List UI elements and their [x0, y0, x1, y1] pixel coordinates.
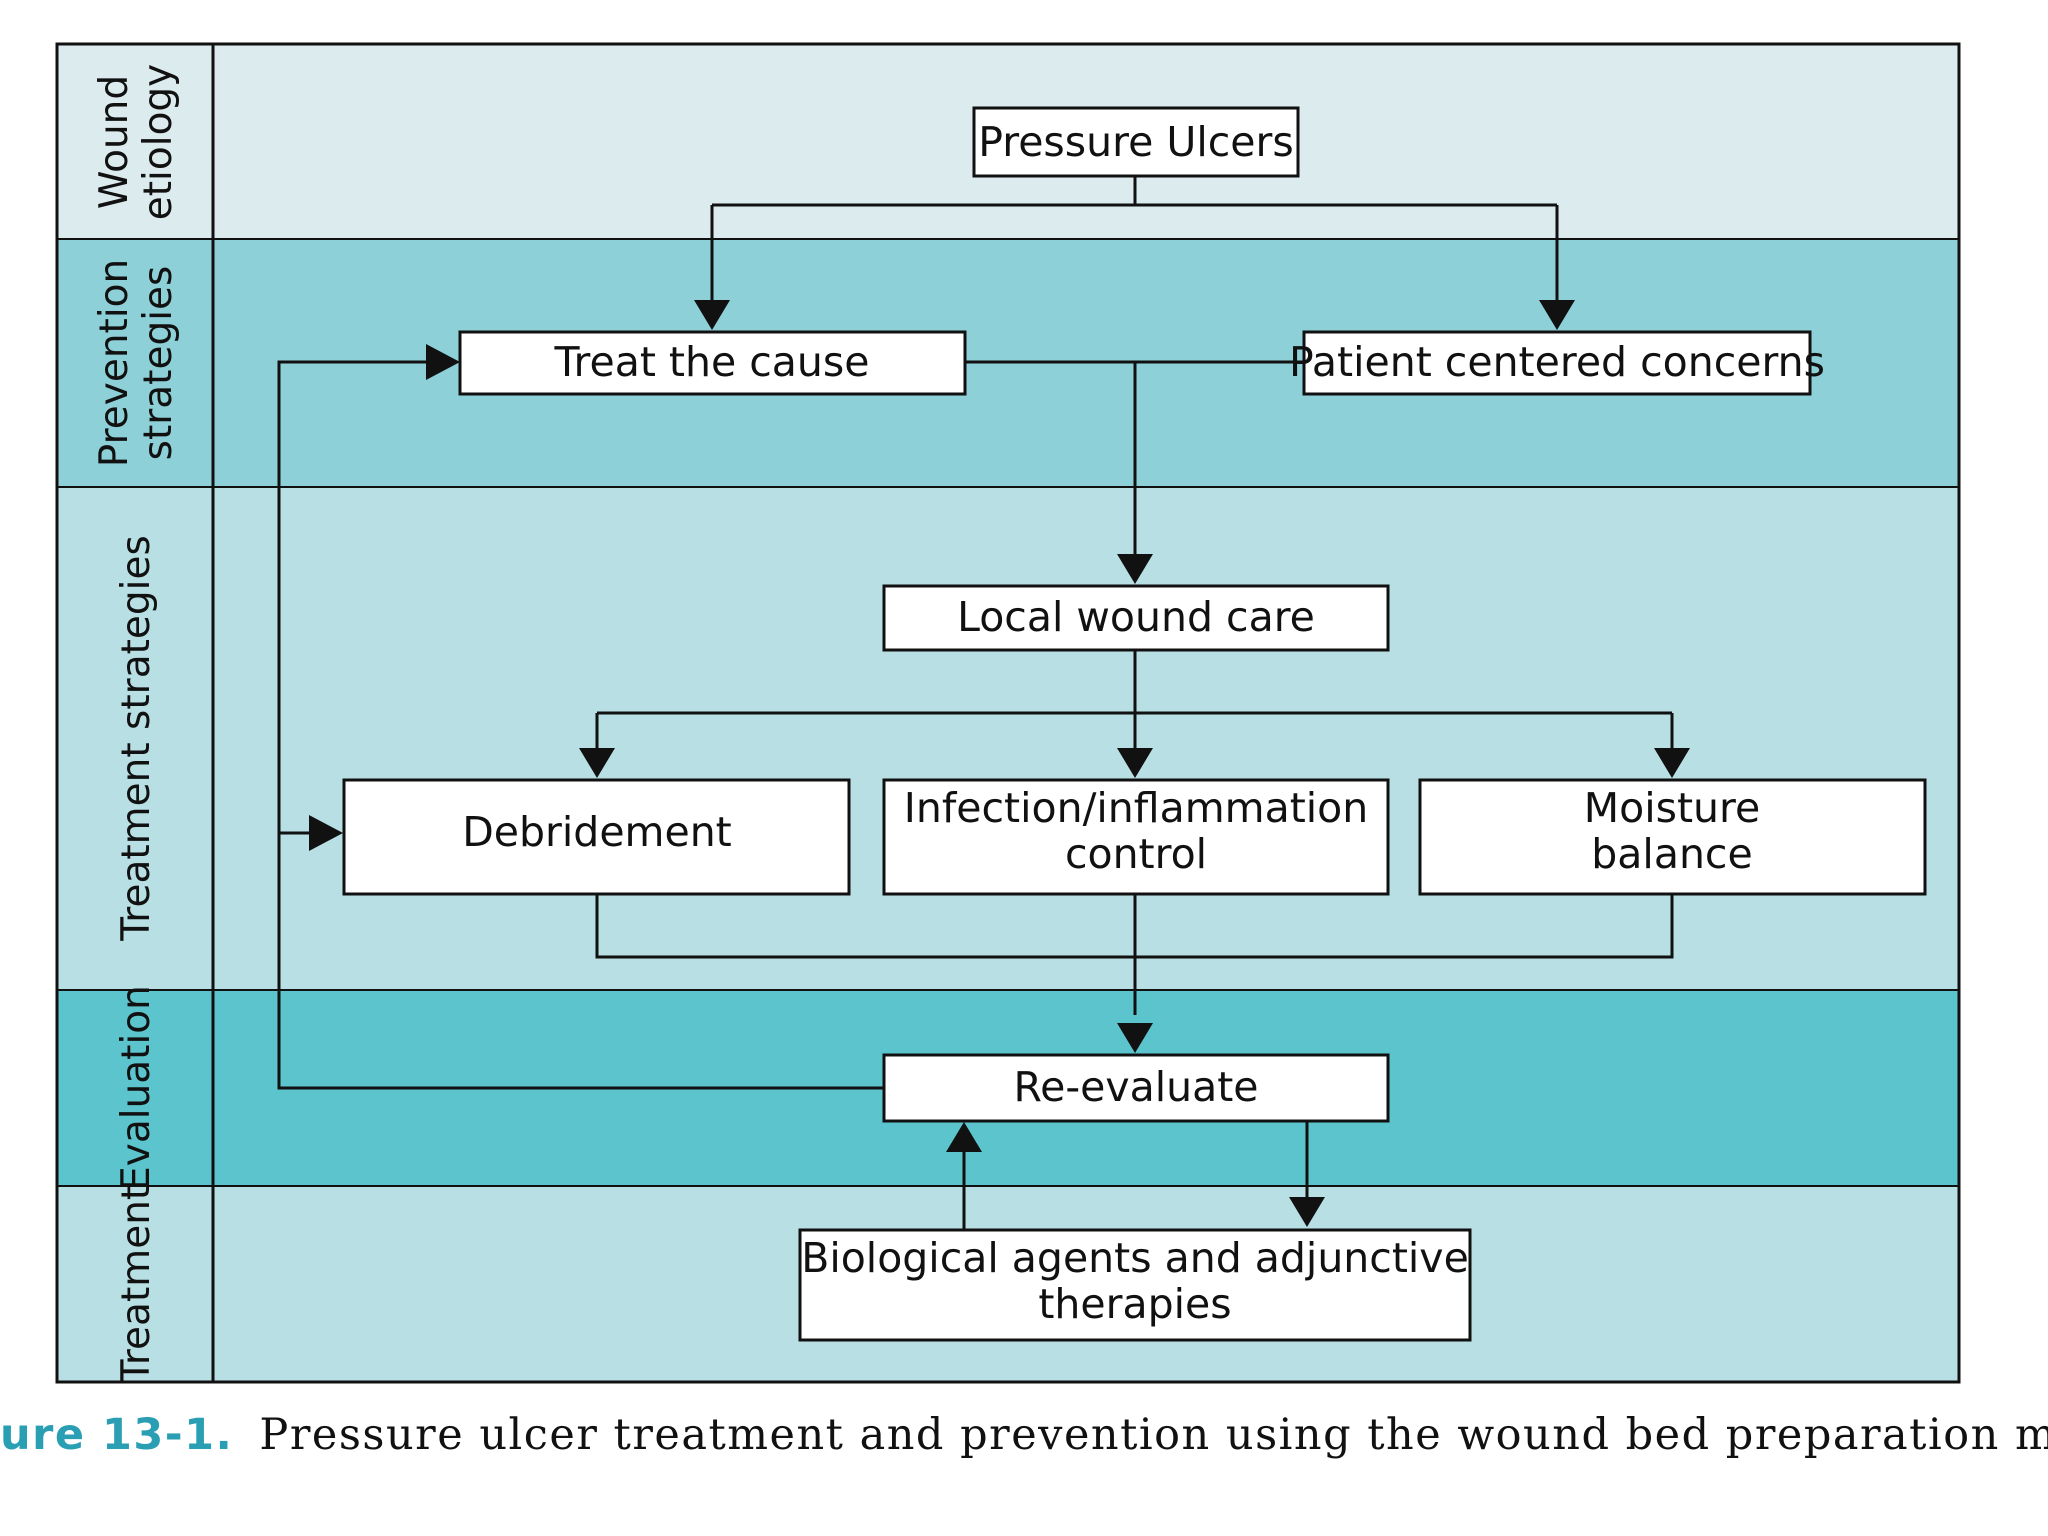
text-line: Prevention [92, 259, 137, 468]
lane-grid [55, 42, 1961, 1384]
arrowhead-to-infection-control [1117, 748, 1153, 778]
text-line: Evaluation [114, 985, 159, 1191]
text-line: Treatment strategies [114, 535, 159, 942]
text-line: therapies [1038, 1280, 1231, 1328]
node-debridement: Debridement [342, 778, 851, 896]
text-line: Local wound care [957, 593, 1315, 641]
arrowhead-up-to-re-evaluate [946, 1122, 982, 1152]
text-line: Debridement [462, 808, 732, 856]
arrowhead-to-debridement [579, 748, 615, 778]
text-line: balance [1591, 830, 1752, 878]
lane-band-treatment-strategies [57, 487, 1959, 990]
arrowhead-to-patient-centered-concerns [1539, 300, 1575, 330]
svg-text:Debridement: Debridement [462, 808, 732, 856]
arrowhead-to-moisture-balance [1654, 748, 1690, 778]
text-line: strategies [136, 266, 181, 461]
caption-text: Pressure ulcer treatment and prevention … [259, 1410, 2048, 1460]
arrowhead-to-re-evaluate [1117, 1023, 1153, 1053]
lane-label-prevention-strategies: Preventionstrategies [92, 259, 181, 468]
text-line: Re-evaluate [1013, 1063, 1258, 1111]
text-line: Patient centered concerns [1289, 338, 1825, 386]
connector-lines [277, 176, 1674, 1230]
node-treat-the-cause: Treat the cause [458, 330, 967, 396]
svg-text:Re-evaluate: Re-evaluate [1013, 1063, 1258, 1111]
node-re-evaluate: Re-evaluate [882, 1053, 1390, 1123]
wound-bed-preparation-flowchart: Woundetiology Preventionstrategies Treat… [55, 42, 1961, 1384]
svg-text:Local wound care: Local wound care [957, 593, 1315, 641]
svg-text:Patient centered concerns: Patient centered concerns [1289, 338, 1825, 386]
text-line: Moisture [1584, 784, 1760, 832]
text-line: control [1065, 830, 1207, 878]
figure-caption: ure 13-1. Pressure ulcer treatment and pr… [0, 1410, 2048, 1480]
lane-label-wound-etiology: Woundetiology [92, 64, 181, 221]
svg-text:Biological agents and adjuncti: Biological agents and adjunctivetherapie… [801, 1234, 1469, 1328]
svg-text:Treat the cause: Treat the cause [554, 338, 870, 386]
text-line: etiology [136, 64, 181, 221]
svg-text:Pressure Ulcers: Pressure Ulcers [978, 118, 1294, 166]
text-line: Treatment [114, 1185, 159, 1384]
arrowhead-to-local-wound-care [1117, 554, 1153, 584]
lane-label-treatment: Treatment [114, 1185, 159, 1384]
node-patient-centered-concerns: Patient centered concerns [1289, 330, 1825, 396]
text-line: Wound [92, 75, 137, 209]
figure-number: ure 13-1. [0, 1410, 234, 1460]
node-local-wound-care: Local wound care [882, 584, 1390, 652]
arrowhead-to-treat-the-cause [694, 300, 730, 330]
text-line: Biological agents and adjunctive [801, 1234, 1469, 1282]
arrowhead-loop-to-treat-the-cause [426, 344, 460, 380]
text-line: Treat the cause [554, 338, 870, 386]
arrowhead-loop-to-debridement [309, 815, 343, 851]
text-line: Pressure Ulcers [978, 118, 1294, 166]
node-pressure-ulcers: Pressure Ulcers [972, 106, 1300, 178]
text-line: Infection/inflammation [904, 784, 1369, 832]
arrowhead-to-biological-agents [1289, 1197, 1325, 1227]
lane-label-treatment-strategies: Treatment strategies [114, 535, 159, 942]
lane-label-evaluation: Evaluation [114, 985, 159, 1191]
